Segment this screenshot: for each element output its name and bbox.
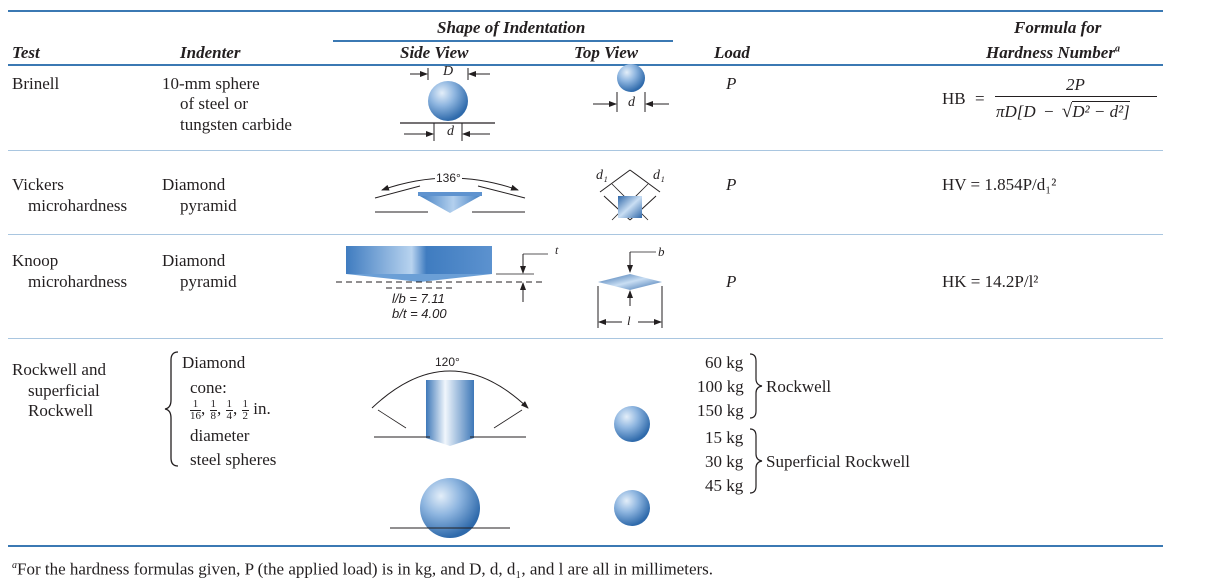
bottom-rule [8,545,1163,547]
knoop-top-label-b: b [658,244,665,259]
vickers-test-line2: microhardness [28,196,128,215]
superficial-load-brace [749,428,763,494]
brinell-formula-fraction-bar [995,96,1157,97]
brinell-formula-denominator: πD[D − √D² − d²] [996,101,1130,122]
knoop-formula: HK = 14.2P/l² [942,272,1039,291]
rockwell-indenter-line5: steel spheres [190,450,277,469]
rockwell-indenter-line4: diameter [190,426,250,445]
knoop-load: P [726,272,737,291]
rockwell-test-line2: superficial [28,381,100,400]
rockwell-side-view-figure [371,370,529,538]
brinell-formula-lhs: HB [942,89,966,108]
header-top-view: Top View [574,43,639,62]
rockwell-indenter-line1: Diamond [182,353,246,372]
superficial-load-15: 15 kg [705,428,744,447]
knoop-indenter-line1: Diamond [162,251,226,270]
vickers-angle-label: 136° [435,171,462,185]
brinell-top-view-figure [593,64,669,112]
rockwell-load-label: Rockwell [766,377,832,396]
brinell-formula-eq: = [975,89,985,108]
knoop-ratio-bt: b/t = 4.00 [392,306,447,321]
brinell-side-label-d: d [447,124,454,139]
knoop-side-label-t: t [555,243,559,257]
rockwell-load-150: 150 kg [697,401,744,420]
row-divider-1 [8,150,1163,151]
header-formula-line2: Hardness Numbera [986,43,1120,62]
knoop-top-view-figure [597,251,663,328]
rockwell-test-line3: Rockwell [28,401,94,420]
vickers-top-label-left: d₁ [596,168,608,183]
brinell-formula-numerator: 2P [1066,75,1085,94]
header-formula-line1: Formula for [1014,18,1102,37]
knoop-test-line2: microhardness [28,272,128,291]
knoop-indenter-line2: pyramid [180,272,237,291]
brinell-indenter-line2: of steel or [180,94,248,113]
brinell-top-label-d: d [628,95,635,110]
vickers-top-label-right: d₁ [653,168,665,183]
vickers-side-view-figure [374,177,526,213]
brinell-side-view-figure [400,68,495,141]
rockwell-test-line1: Rockwell and [12,360,106,379]
rockwell-indenter-brace [164,351,179,467]
header-rule [8,64,1163,66]
brinell-side-label-D: D [443,64,454,79]
shape-group-rule [333,40,673,42]
top-rule [8,10,1163,12]
superficial-load-45: 45 kg [705,476,744,495]
brinell-indenter-line1: 10-mm sphere [162,74,260,93]
brinell-load: P [726,74,737,93]
rockwell-top-view-figure [614,406,650,526]
knoop-ratio-lb: l/b = 7.11 [392,291,445,306]
header-test: Test [12,43,40,62]
header-side-view: Side View [400,43,469,62]
rockwell-angle-label: 120° [434,355,461,369]
vickers-indenter-line2: pyramid [180,196,237,215]
brinell-test: Brinell [12,74,60,93]
knoop-test-line1: Knoop [12,251,59,270]
brinell-indenter-line3: tungsten carbide [180,115,292,134]
rockwell-load-60: 60 kg [705,353,744,372]
header-indenter: Indenter [180,43,241,62]
row-divider-2 [8,234,1163,235]
header-load: Load [714,43,750,62]
vickers-load: P [726,175,737,194]
footnote: aFor the hardness formulas given, P (the… [12,559,714,579]
knoop-side-view-figure [336,246,548,302]
rockwell-load-100: 100 kg [697,377,744,396]
row-divider-3 [8,338,1163,339]
vickers-indenter-line1: Diamond [162,175,226,194]
vickers-formula: HV = 1.854P/d₁² [942,175,1057,194]
vickers-test-line1: Vickers [12,175,64,194]
header-shape-group: Shape of Indentation [437,18,586,37]
superficial-load-30: 30 kg [705,452,744,471]
rockwell-load-brace [749,353,763,419]
rockwell-indenter-line2: cone: [190,378,227,397]
knoop-top-label-l: l [627,313,631,328]
vickers-top-view-figure [599,169,661,221]
superficial-load-label: Superficial Rockwell [766,452,910,471]
